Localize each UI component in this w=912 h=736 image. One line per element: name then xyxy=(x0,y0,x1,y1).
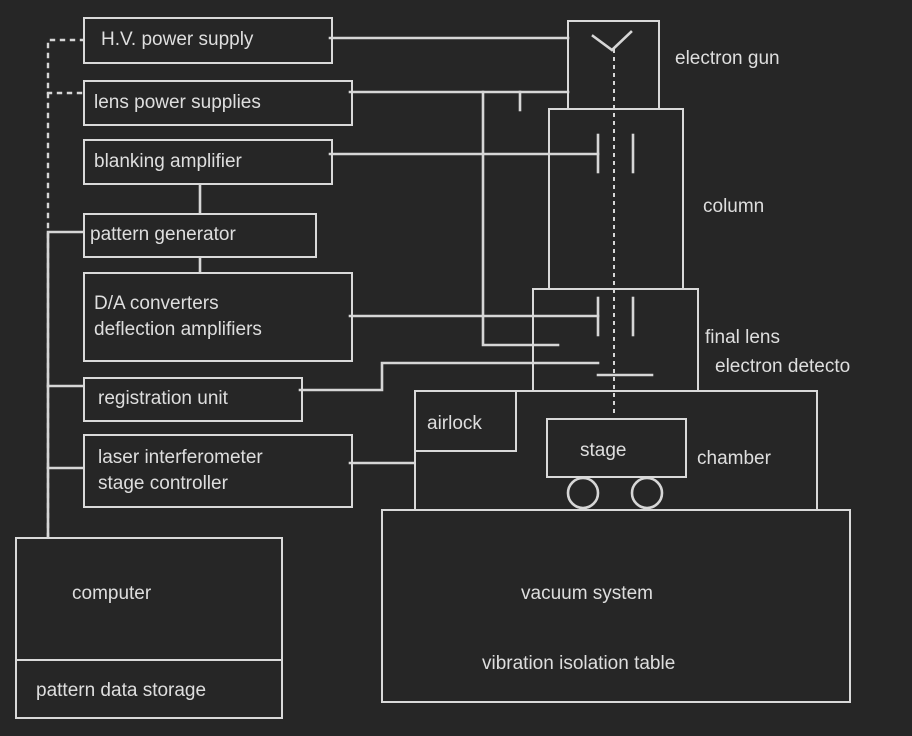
computer-hv-dotted-link xyxy=(46,38,84,539)
electron-gun-label: electron gun xyxy=(675,48,780,69)
blanking-amplifier-label: blanking amplifier xyxy=(94,150,242,172)
stage-label: stage xyxy=(580,440,627,461)
vibration-isolation-table-label: vibration isolation table xyxy=(482,653,676,674)
pattern-generator-box: pattern generator xyxy=(83,213,317,258)
pattern-data-storage-section: pattern data storage xyxy=(17,659,281,717)
computer-box: computer pattern data storage xyxy=(15,537,283,719)
computer-bus-line xyxy=(46,230,85,539)
final-lens-box xyxy=(532,288,699,392)
column-box xyxy=(548,108,684,290)
registration-unit-box: registration unit xyxy=(83,377,303,422)
airlock-box: airlock xyxy=(414,390,517,452)
hv-power-supply-box: H.V. power supply xyxy=(83,17,333,64)
da-converters-label: D/A converters xyxy=(94,292,219,314)
vacuum-system-label: vacuum system xyxy=(521,583,653,604)
vacuum-system-box: vacuum system vibration isolation table xyxy=(381,509,851,703)
final-lens-label: final lens xyxy=(705,327,780,348)
pattern-data-storage-label: pattern data storage xyxy=(36,680,207,701)
stage-wheel-right xyxy=(630,476,664,510)
lens-power-supplies-box: lens power supplies xyxy=(83,80,353,126)
blanking-amplifier-box: blanking amplifier xyxy=(83,139,333,185)
electron-gun-box xyxy=(567,20,660,110)
laser-interferometer-label: laser interferometer xyxy=(98,446,263,468)
deflection-amplifiers-label: deflection amplifiers xyxy=(94,319,262,340)
chamber-label: chamber xyxy=(697,448,771,469)
column-label: column xyxy=(703,196,765,217)
stage-controller-label: stage controller xyxy=(98,473,228,494)
computer-label: computer xyxy=(72,583,152,604)
lens-power-supplies-label: lens power supplies xyxy=(94,91,261,113)
hv-power-supply-label: H.V. power supply xyxy=(101,29,254,51)
electron-gun-filament xyxy=(591,30,633,52)
da-converters-box: D/A converters deflection amplifiers xyxy=(83,272,353,362)
airlock-label: airlock xyxy=(427,413,482,434)
pattern-generator-label: pattern generator xyxy=(90,224,236,246)
registration-detector-link xyxy=(298,361,600,392)
stage-wheel-left xyxy=(566,476,600,510)
registration-unit-label: registration unit xyxy=(98,388,228,410)
laser-interferometer-box: laser interferometer stage controller xyxy=(83,434,353,508)
electron-detector-label: electron detecto xyxy=(715,356,851,377)
stage-box: stage xyxy=(546,418,687,478)
